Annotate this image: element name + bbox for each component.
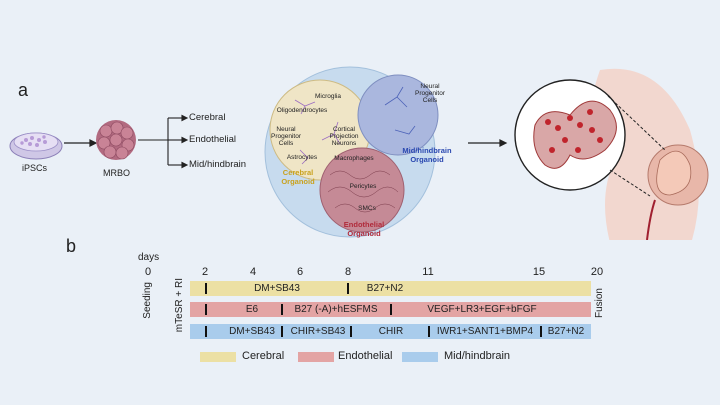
timeline-tick (540, 326, 542, 337)
cerebral-stage-1: DM+SB43 (254, 283, 300, 294)
day-tick-label: 11 (422, 266, 434, 278)
midhind-stage-5: B27+N2 (547, 326, 585, 337)
timeline-row-cerebral: DM+SB43 B27+N2 (190, 281, 591, 296)
ipsc-dish-icon (9, 132, 63, 160)
cell-label-oligodendrocytes: Oligodendrocytes (276, 107, 328, 114)
legend-label-endothelial: Endothelial (338, 350, 393, 362)
endothelial-stage-2: B27 (-A)+hESFMS (294, 304, 378, 315)
midhind-stage-3: CHIR (378, 326, 404, 337)
timeline-tick (281, 326, 283, 337)
mrbo-spheroid-icon (96, 120, 136, 160)
day-tick-label: 0 (144, 266, 152, 278)
cerebral-stage-2: B27+N2 (366, 283, 404, 294)
panel-a-label: a (18, 80, 29, 100)
cell-label-macrophages: Macrophages (334, 155, 374, 162)
cell-label-astrocytes: Astrocytes (286, 154, 318, 161)
cell-label-smcs: SMCs (358, 205, 376, 212)
endothelial-stage-1: E6 (245, 304, 259, 315)
day-tick-label: 2 (201, 266, 209, 278)
day-tick-label: 8 (344, 266, 352, 278)
branch-connector (138, 114, 189, 169)
midhind-stage-2: CHIR+SB43 (290, 326, 346, 337)
legend-label-midhindbrain: Mid/hindbrain (444, 350, 511, 362)
ipscs-label: iPSCs (22, 163, 48, 173)
timeline-tick (347, 283, 349, 294)
placenta-magnified-icon (514, 79, 666, 197)
timeline-tick (350, 326, 352, 337)
branch-midhindbrain: Mid/hindbrain (189, 159, 247, 170)
day-tick-label: 15 (532, 266, 546, 278)
day-tick-label: 4 (249, 266, 257, 278)
timeline-tick (281, 304, 283, 315)
timeline-tick (428, 326, 430, 337)
cerebral-organoid-label: Cerebral Organoid (281, 168, 315, 186)
timeline-tick (205, 326, 207, 337)
mtesr-label: mTeSR + RI (174, 278, 185, 333)
midhind-stage-4: IWR1+SANT1+BMP4 (436, 326, 534, 337)
day-tick-label: 20 (590, 266, 604, 278)
cell-label-pericytes: Pericytes (349, 183, 377, 190)
organoid-fusion-sphere (264, 66, 439, 238)
timeline-tick (205, 304, 207, 315)
timeline-row-midhindbrain: DM+SB43 CHIR+SB43 CHIR IWR1+SANT1+BMP4 B… (190, 324, 591, 339)
days-label: days (138, 252, 160, 263)
branch-cerebral: Cerebral (189, 112, 226, 123)
seeding-label: Seeding (142, 282, 153, 319)
legend-label-cerebral: Cerebral (242, 350, 285, 362)
endothelial-organoid-label: Endothelial Organoid (343, 220, 385, 238)
fusion-label: Fusion (594, 288, 605, 319)
cell-label-cortical-projection: Cortical Projection Neurons (329, 126, 359, 147)
timeline-row-endothelial: E6 B27 (-A)+hESFMS VEGF+LR3+EGF+bFGF (190, 302, 591, 317)
mrbo-label: MRBO (103, 168, 130, 178)
endothelial-stage-3: VEGF+LR3+EGF+bFGF (427, 304, 537, 315)
timeline-tick (390, 304, 392, 315)
cell-label-microglia: Microglia (314, 93, 341, 100)
branch-endothelial: Endothelial (189, 134, 237, 145)
timeline-tick (205, 283, 207, 294)
cell-label-neural-progenitor-2: Neural Progenitor Cells (415, 83, 445, 104)
day-tick-label: 6 (296, 266, 304, 278)
arrow-icon (468, 139, 508, 147)
legend-swatch-midhindbrain (402, 352, 438, 362)
panel-a-illustration (9, 66, 709, 240)
panel-b-label: b (66, 236, 77, 256)
midhind-stage-1: DM+SB43 (229, 326, 275, 337)
legend-swatch-endothelial (298, 352, 334, 362)
legend-swatch-cerebral (200, 352, 236, 362)
midhindbrain-organoid-label: Mid/hindbrain Organoid (402, 146, 452, 164)
cell-label-neural-progenitor: Neural Progenitor Cells (271, 126, 301, 147)
arrow-icon (64, 139, 98, 147)
